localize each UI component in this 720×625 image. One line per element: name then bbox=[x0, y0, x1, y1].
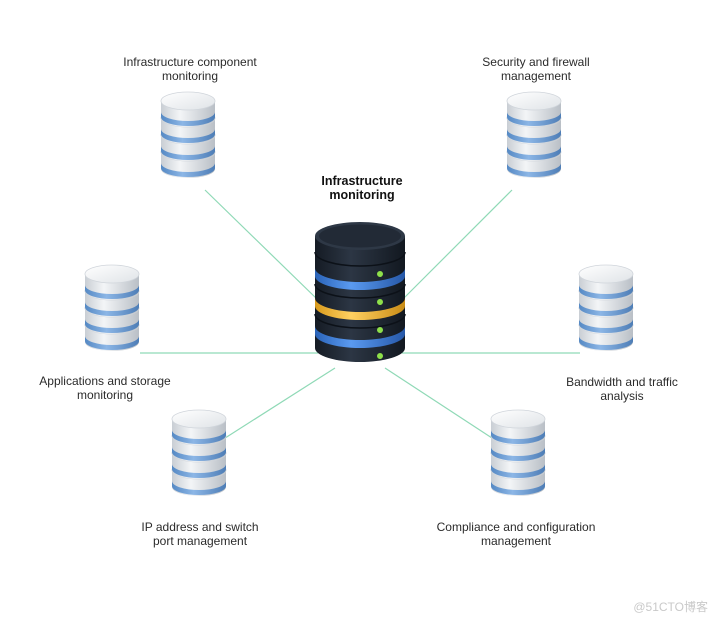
database-icon-compliance-config bbox=[490, 409, 546, 496]
node-label-line1: Infrastructure component bbox=[123, 55, 257, 69]
status-led-3 bbox=[377, 327, 383, 333]
database-icon-applications-storage bbox=[84, 264, 140, 351]
connector-compliance-config bbox=[384, 367, 496, 441]
watermark: @51CTO博客 bbox=[633, 600, 708, 614]
connector-security-firewall bbox=[401, 189, 513, 301]
node-label-bandwidth-traffic: Bandwidth and traffic analysis bbox=[566, 375, 678, 403]
center-label: Infrastructure monitoring bbox=[321, 174, 402, 202]
node-label-infra-component: Infrastructure component monitoring bbox=[123, 55, 257, 83]
database-icon-ip-switch bbox=[171, 409, 227, 496]
node-label-line2: management bbox=[501, 69, 572, 83]
center-label-line2: monitoring bbox=[329, 188, 394, 202]
node-label-line1: Bandwidth and traffic bbox=[566, 375, 678, 389]
connector-infra-component bbox=[204, 189, 319, 301]
node-label-applications-storage: Applications and storage monitoring bbox=[39, 374, 171, 402]
connector-ip-switch bbox=[221, 367, 336, 441]
status-led-2 bbox=[377, 299, 383, 305]
node-label-security-firewall: Security and firewall management bbox=[482, 55, 589, 83]
node-label-line1: Security and firewall bbox=[482, 55, 589, 69]
node-label-ip-switch: IP address and switch port management bbox=[141, 520, 258, 548]
status-led-4 bbox=[377, 353, 383, 359]
node-label-line2: monitoring bbox=[77, 388, 133, 402]
database-icon-security-firewall bbox=[506, 91, 562, 178]
status-led-1 bbox=[377, 271, 383, 277]
connector-lines bbox=[140, 189, 580, 441]
database-icon-infra-component bbox=[160, 91, 216, 178]
node-label-line2: port management bbox=[153, 534, 248, 548]
node-label-line2: analysis bbox=[600, 389, 643, 403]
node-label-compliance-config: Compliance and configuration management bbox=[437, 520, 596, 548]
node-label-line1: Compliance and configuration bbox=[437, 520, 596, 534]
node-label-line2: management bbox=[481, 534, 552, 548]
node-label-line1: IP address and switch bbox=[141, 520, 258, 534]
database-icon-bandwidth-traffic bbox=[578, 264, 634, 351]
central-database-icon bbox=[314, 222, 406, 362]
node-label-line1: Applications and storage bbox=[39, 374, 171, 388]
node-label-line2: monitoring bbox=[162, 69, 218, 83]
center-label-line1: Infrastructure bbox=[321, 174, 402, 188]
